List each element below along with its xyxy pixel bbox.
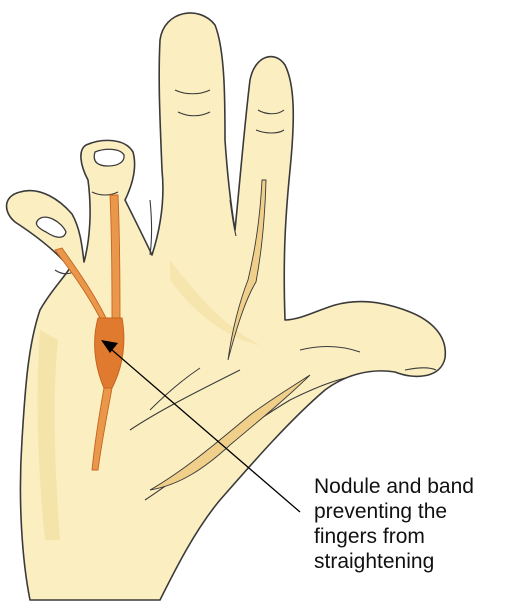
annotation-line: preventing the: [314, 499, 509, 524]
nail-ring-finger: [94, 149, 124, 166]
finger-gap: [150, 200, 152, 255]
annotation-line: fingers from: [314, 524, 509, 549]
annotation-line: Nodule and band: [314, 474, 509, 499]
annotation-label: Nodule and band preventing the fingers f…: [314, 474, 509, 574]
annotation-line: straightening: [314, 549, 509, 574]
